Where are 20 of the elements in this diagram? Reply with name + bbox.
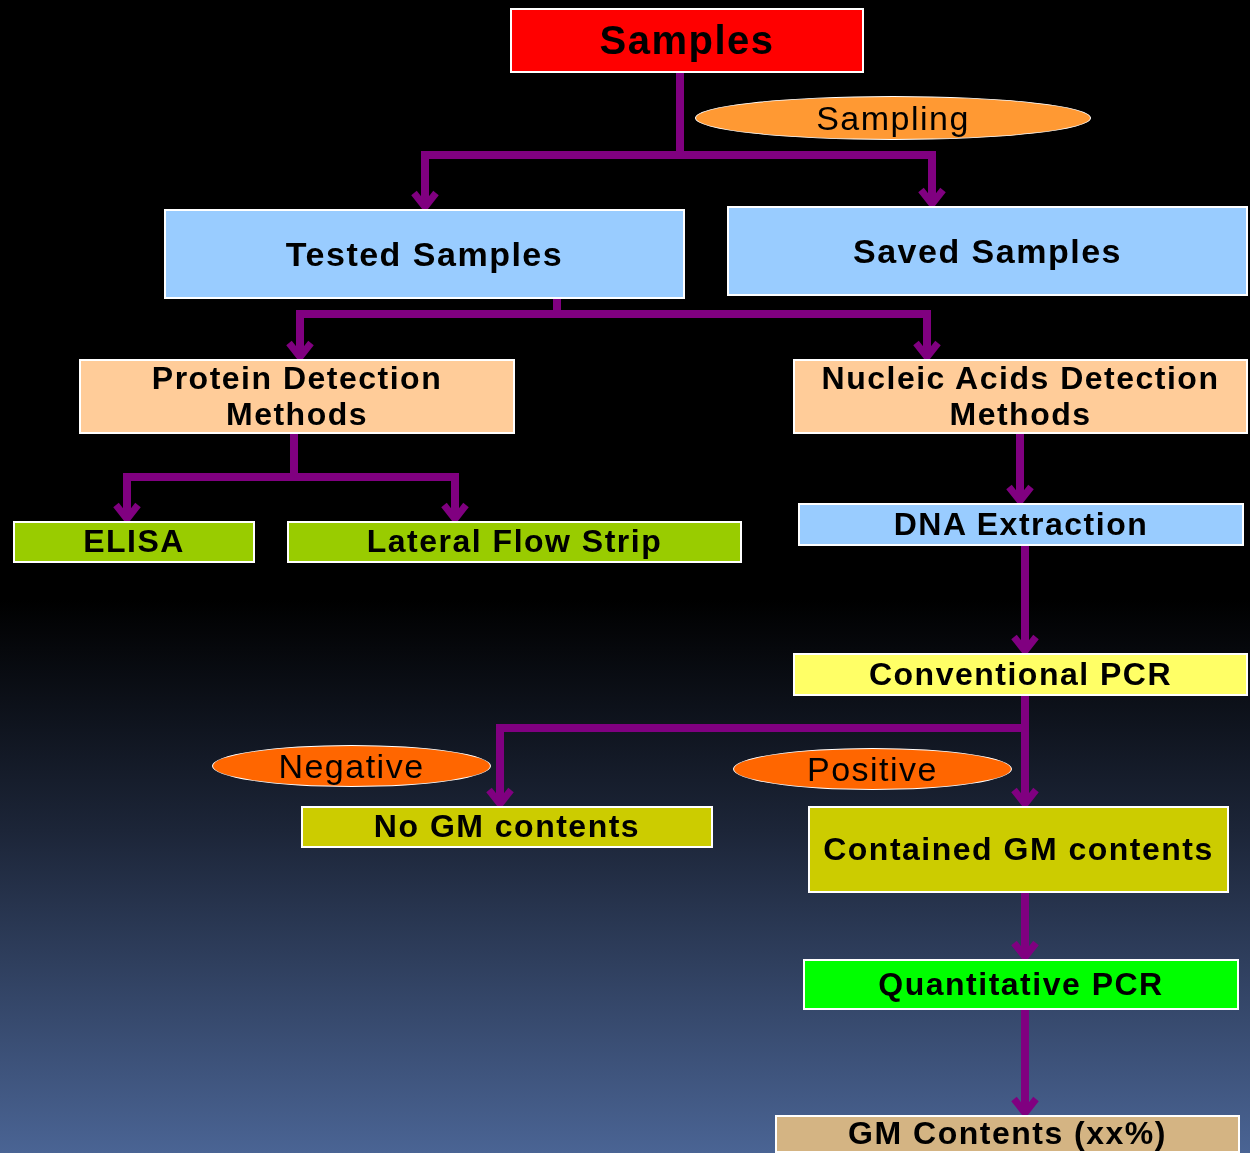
process-box: No GM contents xyxy=(301,806,713,848)
oval-label: Negative xyxy=(212,745,491,787)
process-box: Conventional PCR xyxy=(793,653,1248,696)
process-box: Protein Detection Methods xyxy=(79,359,515,434)
arrow xyxy=(1010,1010,1040,1117)
process-box: GM Contents (xx%) xyxy=(775,1115,1240,1153)
process-box: Saved Samples xyxy=(727,206,1248,296)
process-box: Nucleic Acids Detection Methods xyxy=(793,359,1248,434)
process-box: Lateral Flow Strip xyxy=(287,521,742,563)
arrow xyxy=(1010,893,1040,961)
oval-label: Positive xyxy=(733,748,1012,790)
arrow xyxy=(1010,546,1040,655)
arrow xyxy=(1005,434,1035,505)
process-box: Contained GM contents xyxy=(808,806,1229,893)
process-box: ELISA xyxy=(13,521,255,563)
oval-label: Sampling xyxy=(695,96,1091,140)
process-box: Samples xyxy=(510,8,864,73)
process-box: Tested Samples xyxy=(164,209,685,299)
process-box: DNA Extraction xyxy=(798,503,1244,546)
process-box: Quantitative PCR xyxy=(803,959,1239,1010)
